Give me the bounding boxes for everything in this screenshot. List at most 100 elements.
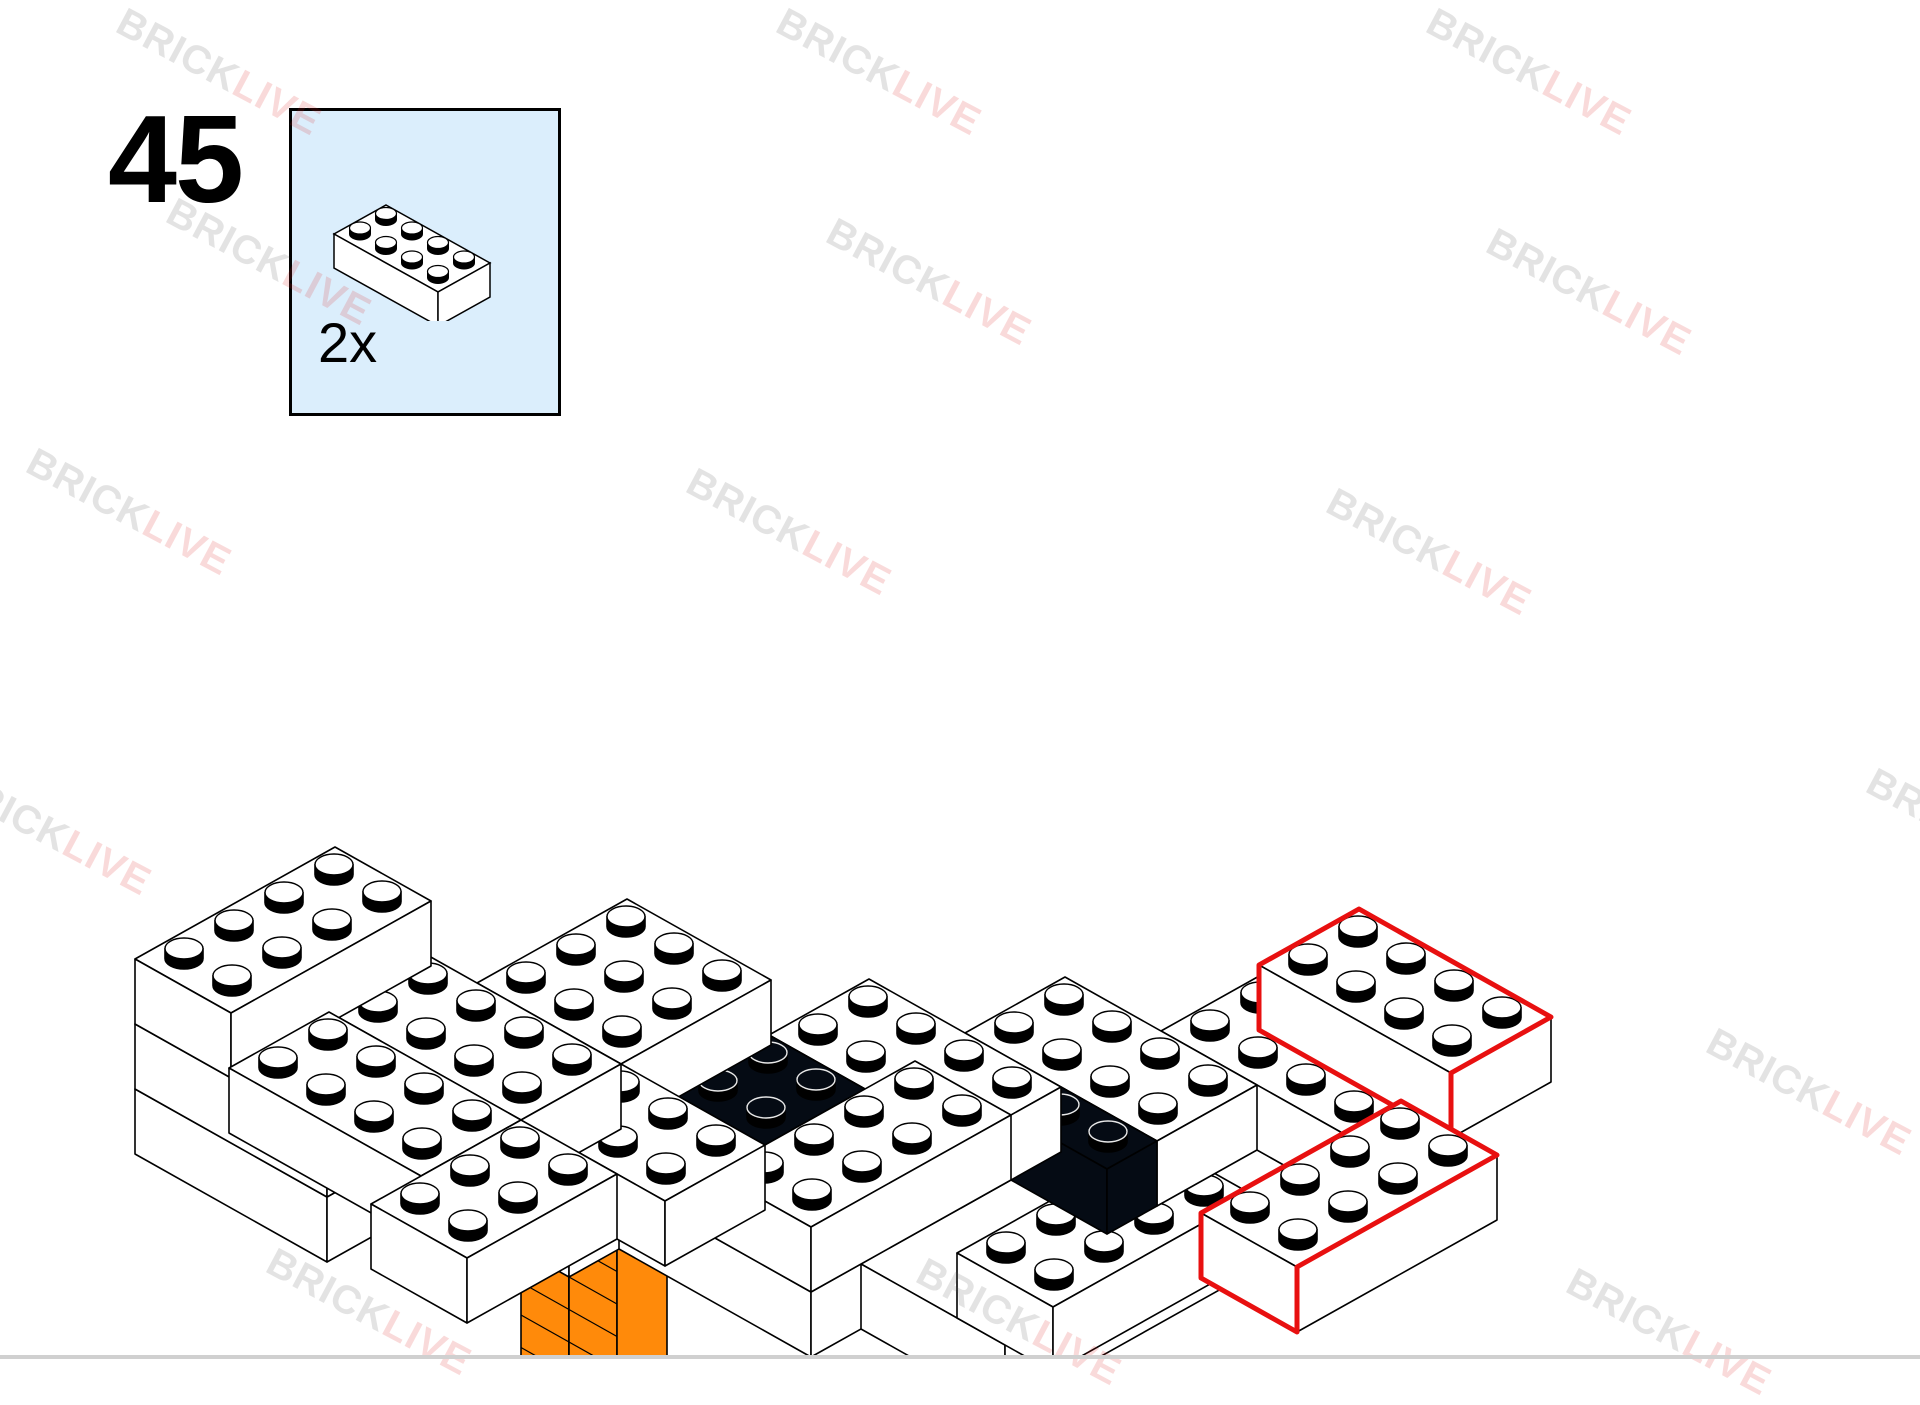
stud — [896, 1012, 936, 1045]
stud — [1138, 1092, 1178, 1125]
stud — [748, 1041, 788, 1074]
stud — [212, 964, 252, 997]
stud — [554, 988, 594, 1021]
stud — [356, 1045, 396, 1078]
stud — [792, 1178, 832, 1211]
stud — [986, 1231, 1026, 1264]
stud — [844, 1095, 884, 1128]
stud — [648, 1097, 688, 1130]
stud — [944, 1039, 984, 1072]
stud — [312, 908, 352, 941]
stud — [456, 989, 496, 1022]
stud — [994, 1011, 1034, 1044]
stud — [696, 1124, 736, 1157]
stud — [746, 1096, 786, 1129]
stud — [1330, 1135, 1370, 1168]
stud — [992, 1066, 1032, 1099]
stud — [1288, 943, 1328, 976]
stud — [214, 909, 254, 942]
stud — [258, 1046, 298, 1079]
stud — [942, 1094, 982, 1127]
stud — [1044, 983, 1084, 1016]
stud — [842, 1150, 882, 1183]
stud — [1338, 915, 1378, 948]
stud — [454, 1044, 494, 1077]
stud — [262, 936, 302, 969]
parts-callout: 2x — [289, 108, 561, 416]
stud — [400, 1182, 440, 1215]
stud — [402, 1127, 442, 1160]
stud — [846, 1040, 886, 1073]
stud — [306, 1073, 346, 1106]
stud — [1230, 1191, 1270, 1224]
stud — [796, 1068, 836, 1101]
leg-top-brick — [370, 1119, 618, 1324]
stud — [1380, 1107, 1420, 1140]
stud — [1434, 969, 1474, 1002]
brick-2x4-icon — [332, 204, 492, 321]
stud — [452, 1099, 492, 1132]
stud — [894, 1067, 934, 1100]
stud — [362, 880, 402, 913]
stud — [450, 1154, 490, 1187]
stud — [1238, 1036, 1278, 1069]
stud — [448, 1209, 488, 1242]
stud — [1482, 996, 1522, 1029]
stud — [1188, 1064, 1228, 1097]
stud — [1378, 1162, 1418, 1195]
model-body — [134, 846, 1554, 1359]
stud — [1286, 1063, 1326, 1096]
stud — [848, 985, 888, 1018]
stud — [798, 1013, 838, 1046]
stud — [1278, 1218, 1318, 1251]
stud — [652, 987, 692, 1020]
stud — [264, 881, 304, 914]
stud — [892, 1122, 932, 1155]
stud — [498, 1181, 538, 1214]
stud — [698, 1069, 738, 1102]
stud — [1384, 997, 1424, 1030]
build-model — [134, 846, 1554, 1359]
stud — [604, 960, 644, 993]
stud — [1386, 942, 1426, 975]
stud — [1092, 1010, 1132, 1043]
stud — [1084, 1230, 1124, 1263]
stud — [1280, 1163, 1320, 1196]
step-number: 45 — [108, 91, 244, 229]
stud — [702, 959, 742, 992]
stud — [1334, 1090, 1374, 1123]
stud — [646, 1152, 686, 1185]
stud — [1336, 970, 1376, 1003]
stud — [654, 932, 694, 965]
stud — [1432, 1024, 1472, 1057]
stud — [556, 933, 596, 966]
stud — [1190, 1009, 1230, 1042]
stud — [502, 1071, 542, 1104]
stud — [548, 1153, 588, 1186]
parts-quantity: 2x — [318, 311, 378, 374]
stud — [314, 853, 354, 886]
new-ear-brick-right — [1198, 1098, 1500, 1335]
stud — [606, 905, 646, 938]
stud — [1328, 1190, 1368, 1223]
tail-brick — [134, 846, 432, 1079]
stud — [308, 1018, 348, 1051]
stud — [408, 962, 448, 995]
stud — [794, 1123, 834, 1156]
stud — [1090, 1065, 1130, 1098]
stud — [602, 1015, 642, 1048]
new-brick-highlight — [1198, 1098, 1500, 1335]
stud — [504, 1016, 544, 1049]
stud — [406, 1017, 446, 1050]
stud — [1428, 1134, 1468, 1167]
stud — [1034, 1258, 1074, 1291]
stud — [1042, 1038, 1082, 1071]
stud — [506, 961, 546, 994]
stud — [1140, 1037, 1180, 1070]
stud — [500, 1126, 540, 1159]
stud — [1088, 1120, 1128, 1153]
stud — [404, 1072, 444, 1105]
stud — [164, 937, 204, 970]
stud — [354, 1100, 394, 1133]
page-bottom-border — [0, 1355, 1920, 1359]
